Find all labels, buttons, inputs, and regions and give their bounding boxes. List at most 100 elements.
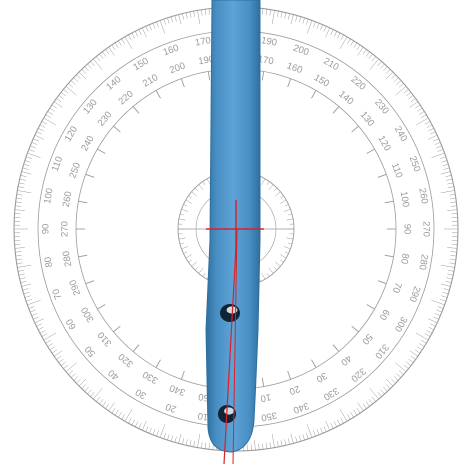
inner-degree-label: 140 [336, 89, 355, 108]
outer-tick [421, 340, 427, 344]
outer-tick [17, 264, 32, 268]
outer-tick [350, 40, 354, 46]
outer-tick [81, 69, 87, 74]
outer-degree-label: 10 [197, 410, 209, 423]
center-ring-tick [284, 251, 289, 254]
inner-ring-tick [311, 90, 317, 99]
outer-tick [114, 42, 119, 48]
outer-tick [27, 152, 41, 159]
outer-tick [38, 326, 44, 331]
outer-tick [93, 388, 103, 400]
outer-tick [41, 121, 48, 125]
outer-degree-label: 70 [50, 287, 64, 301]
inner-degree-label: 90 [402, 224, 413, 235]
outer-tick [20, 175, 27, 177]
outer-tick [26, 299, 32, 302]
outer-tick [128, 417, 132, 424]
outer-tick [145, 426, 149, 432]
outer-tick [174, 15, 177, 22]
rod-axis-line [223, 228, 238, 464]
outer-tick [58, 358, 64, 363]
outer-tick [68, 83, 74, 88]
outer-tick [440, 156, 446, 159]
outer-tick [403, 89, 409, 94]
outer-tick [430, 323, 436, 327]
inner-ring-tick [351, 325, 359, 333]
outer-tick [416, 332, 429, 341]
inner-degree-label: 330 [141, 368, 160, 385]
center-ring-tick [188, 259, 192, 263]
outer-tick [208, 443, 210, 450]
outer-tick [152, 23, 156, 29]
outer-tick [385, 384, 391, 389]
outer-tick [440, 283, 451, 287]
outer-tick [193, 11, 196, 18]
outer-tick [424, 121, 431, 125]
outer-tick [306, 433, 309, 439]
outer-tick [443, 288, 450, 291]
center-ring-tick [206, 178, 211, 185]
outer-tick [96, 396, 101, 402]
inner-degree-label: 240 [79, 134, 96, 153]
outer-tick [353, 410, 358, 416]
outer-tick [362, 403, 367, 409]
outer-tick [306, 20, 313, 34]
outer-tick [403, 364, 409, 369]
outer-tick [276, 11, 279, 18]
outer-degree-label: 190 [260, 35, 278, 49]
outer-tick [369, 388, 379, 400]
inner-degree-label: 250 [67, 161, 83, 180]
inner-degree-label: 210 [141, 72, 160, 89]
outer-tick [182, 13, 184, 20]
outer-tick [339, 409, 348, 422]
outer-tick [449, 262, 456, 264]
outer-tick [437, 149, 444, 152]
outer-tick [30, 309, 36, 313]
outer-tick [431, 299, 445, 306]
center-ring-tick [178, 218, 186, 221]
inner-degree-label: 230 [96, 109, 115, 128]
outer-tick [320, 24, 323, 31]
outer-tick [350, 412, 354, 418]
inner-degree-label: 220 [116, 89, 135, 108]
outer-tick [447, 247, 458, 249]
inner-ring-tick [85, 173, 95, 178]
outer-tick [102, 401, 107, 407]
outer-degree-label: 160 [162, 43, 181, 59]
outer-tick [99, 53, 104, 59]
outer-tick [90, 61, 95, 67]
outer-tick [156, 430, 159, 437]
outer-tick [18, 182, 25, 185]
inner-ring-tick [261, 377, 265, 387]
outer-degree-label: 170 [194, 35, 212, 49]
outer-tick [18, 273, 25, 276]
outer-tick [43, 117, 56, 126]
outer-degree-label: 60 [64, 317, 79, 332]
outer-tick [31, 313, 38, 316]
outer-tick [316, 429, 320, 435]
outer-degree-label: 80 [43, 256, 56, 268]
outer-tick [325, 421, 331, 431]
outer-tick [51, 349, 58, 354]
outer-tick [23, 291, 30, 295]
center-ring-tick [194, 187, 198, 191]
outer-tick [84, 66, 89, 72]
outer-degree-label: 220 [349, 74, 368, 93]
outer-tick [447, 186, 454, 189]
outer-tick [446, 277, 453, 280]
outer-tick [28, 306, 35, 309]
outer-tick [426, 124, 433, 128]
outer-tick [99, 399, 104, 405]
outer-tick [47, 111, 53, 115]
center-ring-tick [274, 261, 281, 267]
outer-tick [446, 178, 453, 181]
outer-tick [323, 26, 327, 32]
outer-tick [16, 258, 23, 261]
outer-tick [31, 142, 38, 145]
outer-tick [96, 56, 101, 62]
outer-tick [178, 433, 182, 444]
center-ring-tick [191, 191, 198, 197]
inner-ring-tick [384, 200, 394, 204]
inner-degree-label: 310 [96, 329, 115, 348]
outer-tick [118, 412, 122, 418]
